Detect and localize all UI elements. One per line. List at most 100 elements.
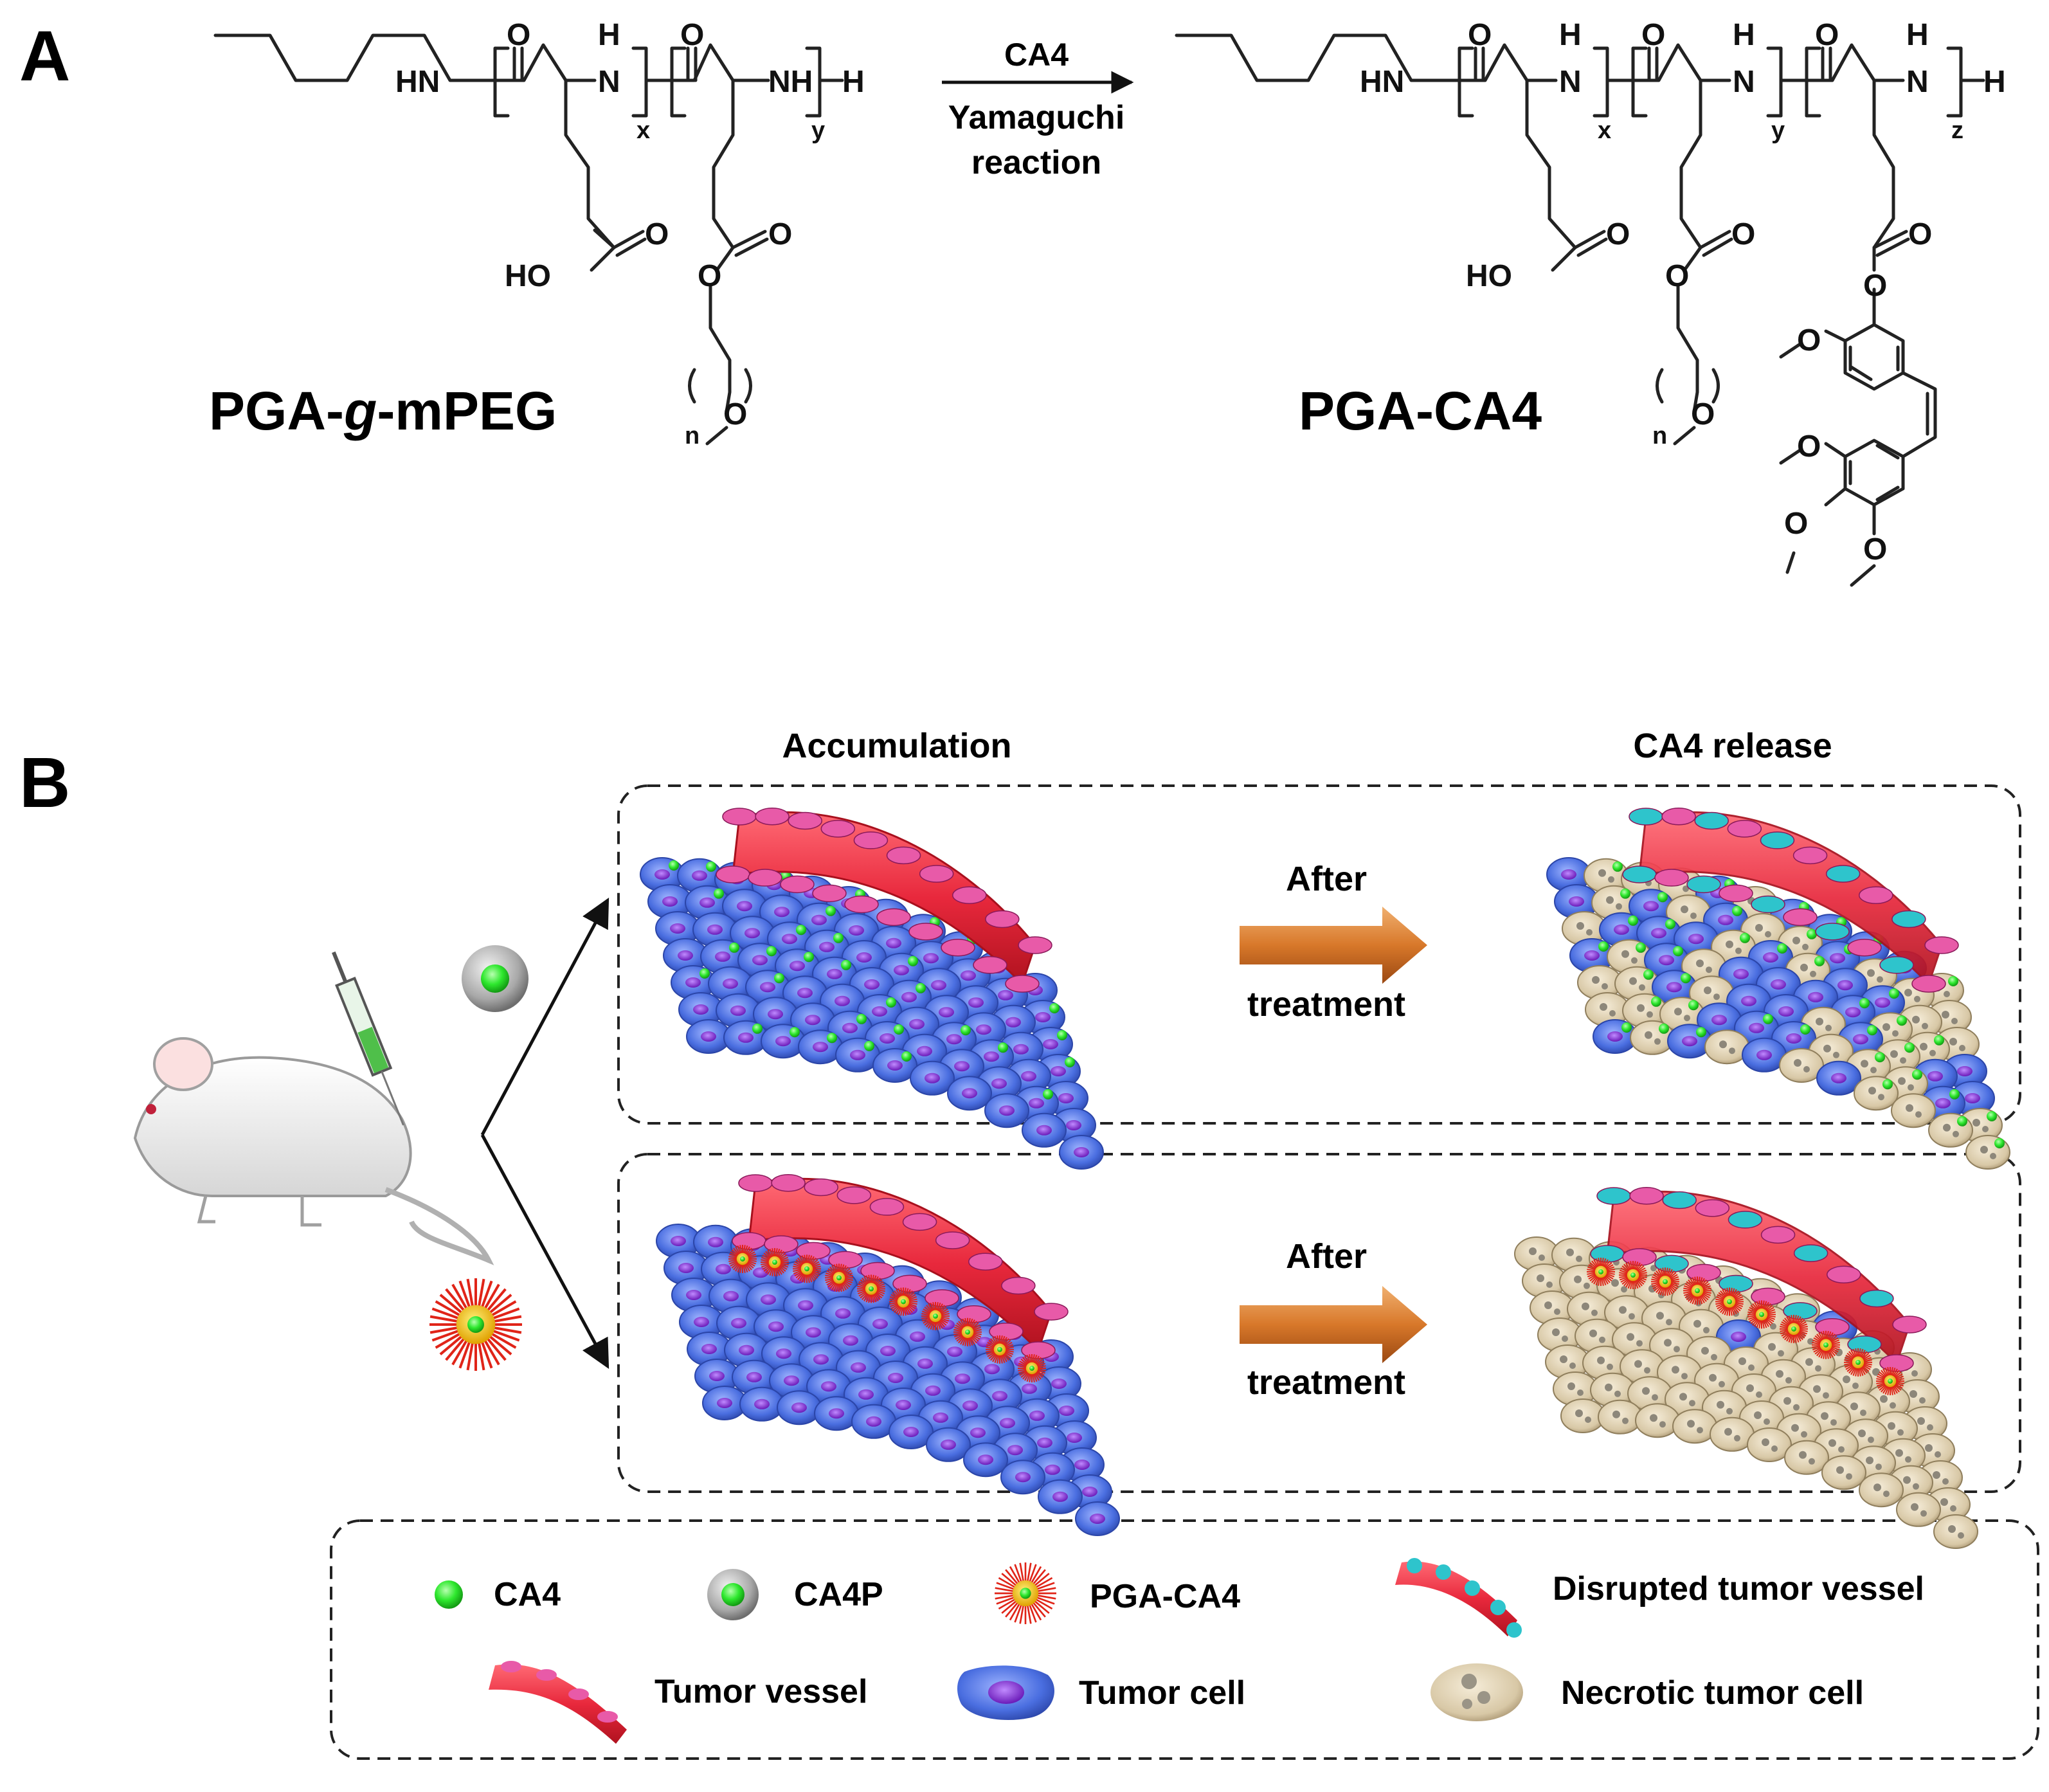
product-ring-2-double-c xyxy=(1875,485,1900,502)
mouse-front-leg xyxy=(197,1195,215,1224)
atom-h-terminal: H xyxy=(842,65,865,99)
panel-a-label: A xyxy=(19,17,70,96)
reactant-name: PGA-g-mPEG xyxy=(209,381,557,441)
product-subscript-z: z xyxy=(1951,117,1963,144)
ca4-drug-dot xyxy=(804,952,814,963)
legend-pga-ca4-swatch xyxy=(995,1562,1056,1624)
ca4-drug-dot xyxy=(886,997,896,1008)
endothelial-cell xyxy=(1827,1265,1861,1283)
necrotic-tumor-cell xyxy=(1896,1492,1941,1527)
product-bond-methyl-4 xyxy=(1850,564,1876,587)
legend-ca4p-label: CA4P xyxy=(794,1576,883,1613)
product-bond-ester-y-double xyxy=(1702,237,1733,257)
tumor-cell xyxy=(777,1390,822,1425)
ca4-drug-dot xyxy=(1807,928,1817,939)
ca4-drug-dot xyxy=(1049,1003,1060,1013)
stage-release-title: CA4 release xyxy=(1633,727,1832,765)
legend-pga-ca4-label: PGA-CA4 xyxy=(1090,1578,1240,1615)
ca4-drug-dot xyxy=(1636,942,1646,953)
treatment-bottom-line-2: treatment xyxy=(1247,1363,1405,1402)
ca4-drug-dot xyxy=(706,861,716,872)
ca4-drug-dot xyxy=(1657,892,1668,903)
endothelial-cell xyxy=(902,1213,937,1231)
endothelial-cell xyxy=(1654,869,1689,887)
tumor-cell xyxy=(1038,1479,1083,1514)
pga-ca4-micelle-icon xyxy=(429,1278,522,1371)
endothelial-cell xyxy=(952,886,987,904)
pga-ca4-micelle xyxy=(921,1301,950,1330)
legend-item-tumor-cell: Tumor cell xyxy=(957,1665,1245,1721)
ca4-drug-dot xyxy=(1732,905,1742,916)
endothelial-cell xyxy=(1018,936,1052,954)
endothelial-cell xyxy=(1622,865,1657,883)
mouse-hind-leg xyxy=(300,1196,321,1227)
endothelial-cell xyxy=(1694,811,1729,830)
endothelial-cell xyxy=(1629,1187,1664,1205)
panel-b-label: B xyxy=(19,743,70,822)
pga-ca4-micelle xyxy=(1715,1287,1744,1316)
endothelial-cell xyxy=(869,1198,905,1216)
top-row-box xyxy=(617,784,2021,1125)
product-atom-h-terminal: H xyxy=(1983,65,2006,99)
necrotic-tumor-cell xyxy=(1686,1335,1731,1371)
product-bond-ring2-ome-1 xyxy=(1824,442,1847,458)
product-atom-n-y: N xyxy=(1733,65,1755,99)
ca4-drug-dot xyxy=(714,888,724,899)
ca4-drug-dot xyxy=(1994,1138,2005,1148)
endothelial-cell xyxy=(738,1174,773,1192)
bracket-y-close xyxy=(805,46,822,118)
tumor-cell xyxy=(828,1323,873,1358)
endothelial-cell xyxy=(1662,1191,1697,1209)
branch-arrow-bottom xyxy=(480,1134,609,1369)
endothelial-cell xyxy=(844,895,879,914)
endothelial-cell xyxy=(788,811,822,830)
endothelial-cell xyxy=(973,956,1007,974)
disrupted-vessel-pga-ca4 xyxy=(1514,1187,1978,1549)
product-atom-o-methoxy-4: O xyxy=(1863,532,1887,566)
product-atom-o-methoxy-2: O xyxy=(1797,430,1821,464)
hexyl-chain-bond xyxy=(213,33,478,82)
product-subscript-n: n xyxy=(1652,422,1667,449)
endothelial-cell xyxy=(1034,1303,1069,1321)
bottom-row-box xyxy=(617,1153,2021,1493)
endothelial-cell xyxy=(1825,865,1861,883)
endothelial-cell xyxy=(1629,808,1663,826)
endothelial-cell xyxy=(1879,956,1914,974)
endothelial-cell xyxy=(1661,808,1696,826)
legend-box xyxy=(330,1519,2039,1760)
product-bracket-peg-close xyxy=(1711,368,1720,404)
endothelial-cell xyxy=(780,875,815,894)
atom-o-carbonyl-y: O xyxy=(680,18,704,52)
tumor-cell xyxy=(694,1359,739,1393)
ca4-drug-dot xyxy=(1621,1022,1632,1033)
ca4-drug-dot xyxy=(1673,946,1683,957)
ca4-drug-dot xyxy=(1065,1057,1075,1067)
bond-cooh-co xyxy=(593,228,616,249)
legend-item-tumor-vessel: Tumor vessel xyxy=(489,1661,867,1744)
endothelial-cell xyxy=(935,1231,970,1249)
endothelial-cell xyxy=(1719,884,1753,903)
tumor-cell xyxy=(1000,1460,1045,1495)
legend-disrupted-vessel-label: Disrupted tumor vessel xyxy=(1553,1570,1924,1607)
ca4-drug-dot xyxy=(1665,919,1675,930)
reagent-label: CA4 xyxy=(1004,37,1069,73)
ca4-drug-dot xyxy=(1696,1027,1706,1038)
ca4-drug-dot xyxy=(864,1040,874,1051)
product-hexyl-chain-bond xyxy=(1175,33,1439,82)
ca4-drug-dot xyxy=(1800,1024,1810,1035)
product-bond-cooh-co xyxy=(1573,230,1606,249)
necrotic-tumor-cell xyxy=(1545,1344,1590,1379)
endothelial-cell xyxy=(748,869,782,887)
endothelial-cell xyxy=(968,1253,1003,1271)
ca4-drug-dot xyxy=(1882,1079,1893,1090)
endothelial-cell xyxy=(1859,886,1893,904)
condition-line-1: Yamaguchi xyxy=(948,99,1125,136)
product-atom-n-z: N xyxy=(1906,65,1929,99)
reactant-atom-labels: HN O N H x O NH H y HO O O O O n xyxy=(395,18,865,449)
product-atom-o-z: O xyxy=(1815,18,1839,52)
pga-ca4-micelle xyxy=(1587,1258,1615,1286)
endothelial-cell xyxy=(1891,910,1926,928)
tumor-cell xyxy=(686,1019,731,1054)
ca4-drug-dot xyxy=(916,982,926,993)
endothelial-cell xyxy=(755,808,790,826)
